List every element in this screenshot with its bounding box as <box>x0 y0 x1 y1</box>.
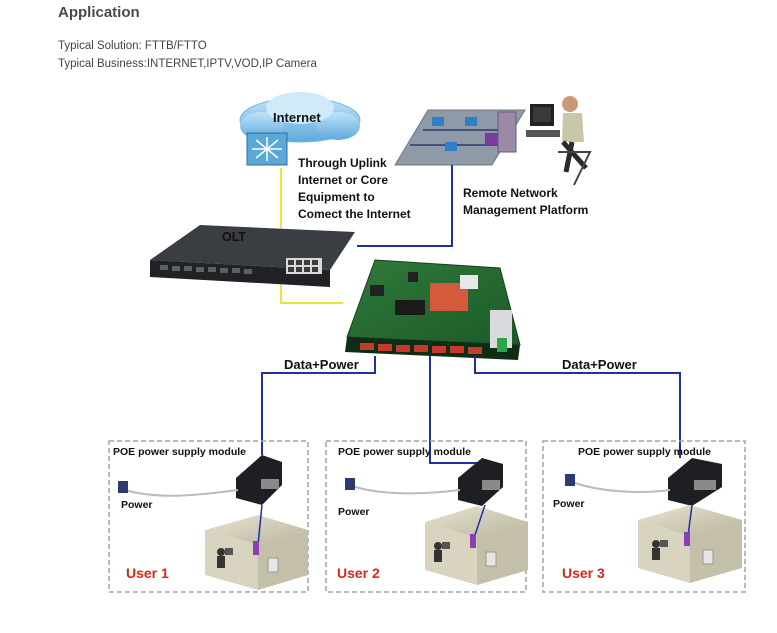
user1-power-label: Power <box>121 499 153 511</box>
user2-poe-module-label: POE power supply module <box>338 446 472 458</box>
data-power-link-user3 <box>474 356 681 458</box>
user3-power-label: Power <box>553 498 585 510</box>
internet-cloud-icon <box>239 92 361 143</box>
onu-switch-board-icon <box>345 259 521 360</box>
core-switch-icon <box>246 132 288 166</box>
remote-description: Remote Network Management Platform <box>463 185 588 219</box>
uplink-line-3: Equipment to <box>298 190 375 204</box>
data-power-label-left: Data+Power <box>284 357 359 372</box>
uplink-line-lower <box>280 282 343 304</box>
olt-device-icon <box>150 225 355 287</box>
remote-line-1: Remote Network <box>463 186 558 200</box>
poe-injector-user3-icon <box>565 458 722 506</box>
user3-poe-module-label: POE power supply module <box>578 446 712 458</box>
user3-label: User 3 <box>562 565 605 581</box>
poe-injector-user2-icon <box>345 458 503 506</box>
user1-box <box>108 440 309 593</box>
olt-label: OLT <box>222 230 247 244</box>
user1-house-icon <box>205 504 308 590</box>
typical-solution: Typical Solution: FTTB/FTTO <box>58 40 207 52</box>
page-title: Application <box>58 4 140 21</box>
user2-house-icon <box>425 504 528 585</box>
user2-label: User 2 <box>337 565 380 581</box>
uplink-line-1: Through Uplink <box>298 156 387 170</box>
user3-box <box>542 440 746 593</box>
remote-line-2: Management Platform <box>463 203 589 217</box>
internet-label: Internet <box>273 110 321 125</box>
user3-house-icon <box>638 504 742 583</box>
data-power-label-right: Data+Power <box>562 357 637 372</box>
data-power-link-user1 <box>261 356 376 455</box>
poe-injector-user1-icon <box>118 455 282 505</box>
uplink-line-2: Internet or Core <box>298 173 389 187</box>
uplink-description: Through Uplink Internet or Core Equipmen… <box>298 155 411 223</box>
remote-network-platform-icon <box>394 109 526 166</box>
operator-at-computer-icon <box>526 96 592 186</box>
user2-power-label: Power <box>338 506 370 518</box>
typical-business: Typical Business:INTERNET,IPTV,VOD,IP Ca… <box>58 58 317 70</box>
user1-label: User 1 <box>126 565 169 581</box>
user1-poe-module-label: POE power supply module <box>113 446 247 458</box>
management-link-line <box>357 165 453 247</box>
uplink-line-4: Comect the Internet <box>298 207 411 221</box>
data-power-link-user2 <box>429 356 485 464</box>
user2-box <box>325 440 527 593</box>
